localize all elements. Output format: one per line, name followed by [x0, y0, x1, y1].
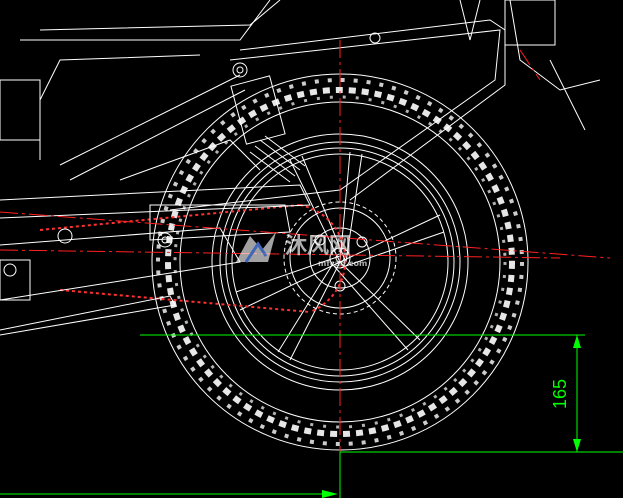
- swing-arm: [0, 184, 311, 336]
- dimension-lines: [0, 334, 623, 498]
- drive-chain: [39, 204, 347, 313]
- centerlines: [0, 40, 611, 495]
- mf-logo-icon: [236, 232, 276, 263]
- watermark-brand: 沐风网: [285, 234, 351, 259]
- dimension-value-165: 165: [550, 379, 570, 409]
- watermark-url: mfcad.com: [318, 259, 367, 268]
- watermark: 沐风网 mfcad.com: [236, 232, 367, 268]
- top-right-bracket: [369, 0, 556, 46]
- rear-shock: [230, 62, 306, 183]
- dimension-arrows: [322, 335, 581, 498]
- wheel-spokes: [235, 151, 445, 361]
- engine-block: [0, 79, 173, 301]
